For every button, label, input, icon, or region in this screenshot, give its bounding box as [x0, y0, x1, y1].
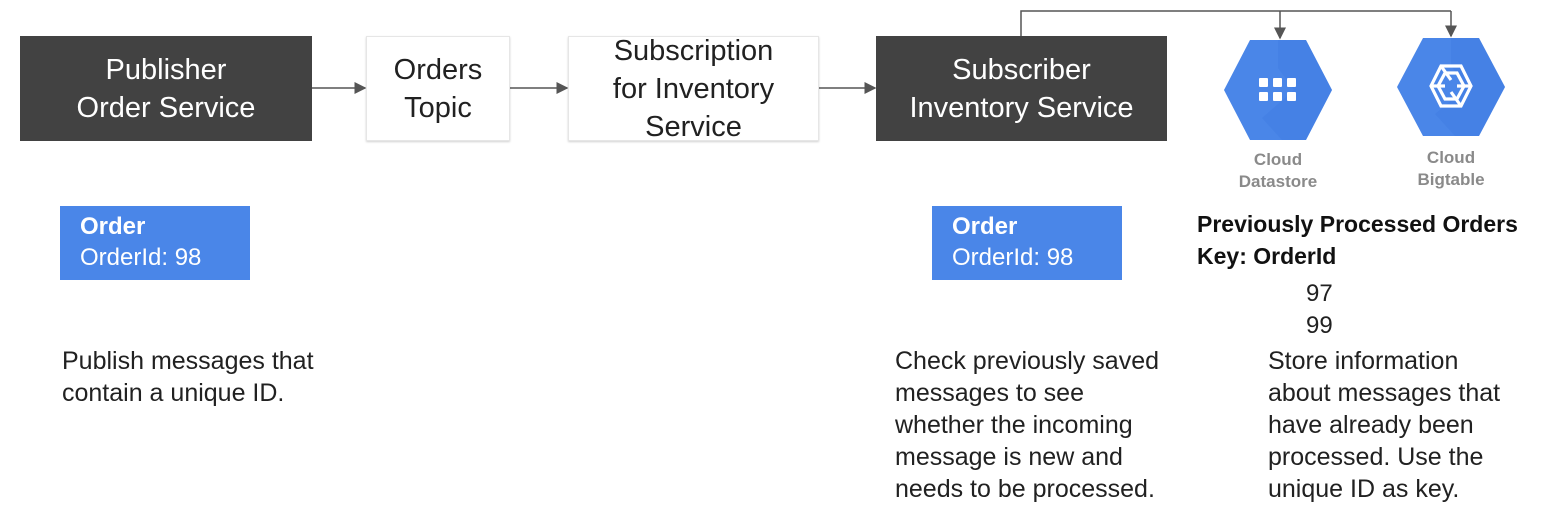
subscription-box: Subscription for Inventory Service — [568, 35, 819, 143]
order-card-id: OrderId: 98 — [952, 244, 1074, 271]
order-card-title: Order — [80, 213, 146, 240]
cloud-bigtable-caption: Cloud Bigtable — [1417, 148, 1485, 189]
processed-order-id: 99 — [1306, 312, 1333, 339]
order-card-title: Order — [952, 213, 1018, 240]
cloud-bigtable-icon — [1397, 38, 1505, 136]
order-card-published: Order OrderId: 98 — [60, 206, 250, 280]
connector-subscriber-storage — [1020, 10, 1451, 36]
processed-order-id: 97 — [1306, 280, 1333, 307]
subscriber-label: Subscriber Inventory Service — [909, 53, 1134, 124]
order-card-received: Order OrderId: 98 — [932, 206, 1122, 280]
order-card-id: OrderId: 98 — [80, 244, 202, 271]
topic-label: Orders Topic — [393, 53, 483, 124]
orders-topic-box: Orders Topic — [366, 36, 510, 141]
publisher-label: Publisher Order Service — [76, 53, 256, 124]
subscriber-inventory-service-box: Subscriber Inventory Service — [876, 36, 1167, 141]
cloud-datastore-icon — [1224, 40, 1332, 140]
subscription-label: Subscription for Inventory Service — [612, 34, 775, 143]
processed-orders-heading: Previously Processed Orders Key: OrderId — [1197, 211, 1518, 269]
check-description: Check previously saved messages to see w… — [895, 347, 1160, 503]
publisher-order-service-box: Publisher Order Service — [20, 36, 312, 141]
publish-description: Publish messages that contain a unique I… — [62, 347, 314, 407]
store-description: Store information about messages that ha… — [1268, 347, 1501, 503]
cloud-datastore-caption: Cloud Datastore — [1238, 150, 1318, 191]
